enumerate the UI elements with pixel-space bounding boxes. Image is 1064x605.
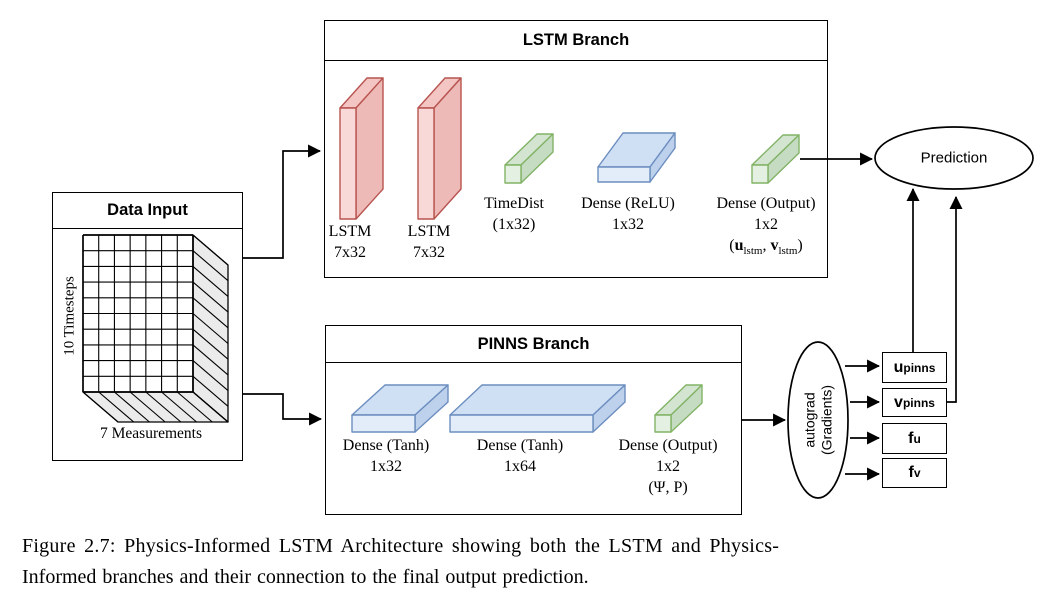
prediction-label: Prediction: [920, 149, 988, 167]
lstm-branch-title: LSTM Branch: [325, 21, 827, 61]
data-input-title: Data Input: [53, 193, 242, 229]
timesteps-axis-label: 10 Timesteps: [61, 276, 78, 356]
diagram-layer: [82, 77, 1034, 499]
pinns-dense-output-label: Dense (Output)1x2 (Ψ, P): [618, 437, 718, 496]
lstm-dense-output-label: Dense (Output)1x2 (ulstm, vlstm): [716, 195, 816, 258]
lstm-output-tuple: (ulstm, vlstm): [729, 237, 803, 258]
connector-arrows: [243, 144, 963, 481]
figure-caption-line1: Figure 2.7: Physics-Informed LSTM Archit…: [22, 535, 780, 557]
timedist-label: TimeDist(1x32): [484, 195, 544, 233]
lstm-layer-1-slab: [339, 77, 384, 220]
lstm-layer-2-slab: [417, 77, 462, 220]
pinns-dense2-slab: [449, 384, 626, 433]
pinns-output-tuple: (Ψ, P): [648, 479, 688, 496]
lstm-branch-box: LSTM Branch: [324, 20, 828, 278]
pinns-dense2-label: Dense (Tanh)1x64: [476, 437, 564, 475]
pinns-dense-output-bar: [654, 384, 703, 433]
pinns-dense1-slab: [351, 384, 449, 433]
dense-relu-slab: [597, 132, 676, 183]
pinns-branch-title: PINNS Branch: [326, 326, 741, 363]
timedist-bar: [504, 133, 554, 184]
autograd-ellipse: [787, 341, 849, 499]
dense-relu-label: Dense (ReLU)1x32: [581, 195, 675, 233]
measurements-axis-label: 7 Measurements: [99, 425, 203, 442]
autograd-label: autograd(Gradients): [801, 384, 835, 456]
input-tensor-cube: [82, 234, 229, 423]
figure-caption-line2: Informed branches and their connection t…: [22, 566, 589, 588]
lstm-dense-output-bar: [751, 134, 800, 184]
data-input-box: Data Input: [52, 192, 243, 461]
prediction-ellipse: [874, 126, 1034, 190]
pinns-branch-box: PINNS Branch: [325, 325, 742, 515]
pinns-dense1-label: Dense (Tanh)1x32: [342, 437, 430, 475]
